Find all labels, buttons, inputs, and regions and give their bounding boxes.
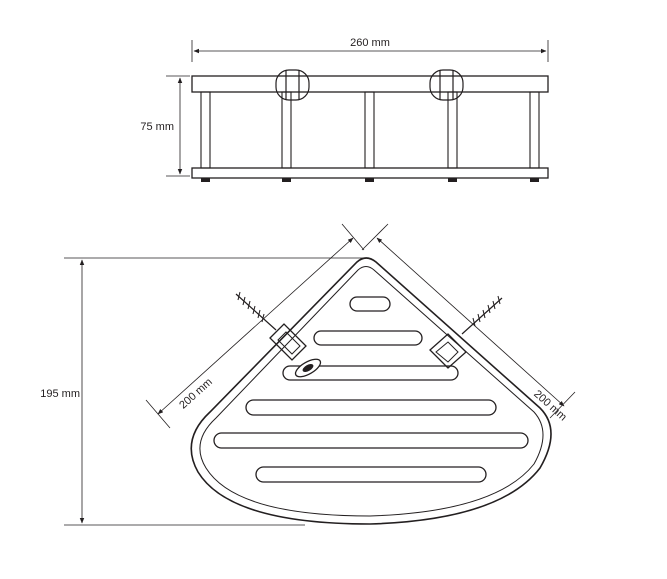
width-dimension: 260 mm [191,36,549,62]
height-dimension: 75 mm [140,75,190,177]
screw-left-icon [237,291,265,323]
width-label: 260 mm [350,37,390,49]
slot-2 [313,330,423,346]
left-side-label: 200 mm [177,376,215,412]
plan-bracket-left [235,291,322,378]
front-view: 260 mm 75 mm [140,36,549,182]
slot-4 [245,399,497,416]
right-side-dimension: 200 mm [361,223,576,424]
bottom-rail [191,167,549,179]
plan-bracket-right [429,295,503,369]
slot-5 [213,432,529,449]
plan-view: 195 mm 200 mm 200 mm [40,223,576,526]
basket-outline [190,257,552,525]
wall-bracket-left [275,69,310,101]
depth-label: 195 mm [40,388,80,400]
screw-right-icon [472,295,501,327]
feet [201,178,539,182]
top-rail [191,75,549,93]
slot-3 [282,365,459,381]
basket-inner-outline [199,266,544,517]
slot-6 [255,466,487,483]
vertical-posts [200,91,540,169]
left-side-dimension: 200 mm [145,223,365,429]
wall-bracket-right [429,69,464,101]
drain-slots [213,296,529,483]
height-label: 75 mm [140,121,174,133]
slot-top [349,296,391,312]
